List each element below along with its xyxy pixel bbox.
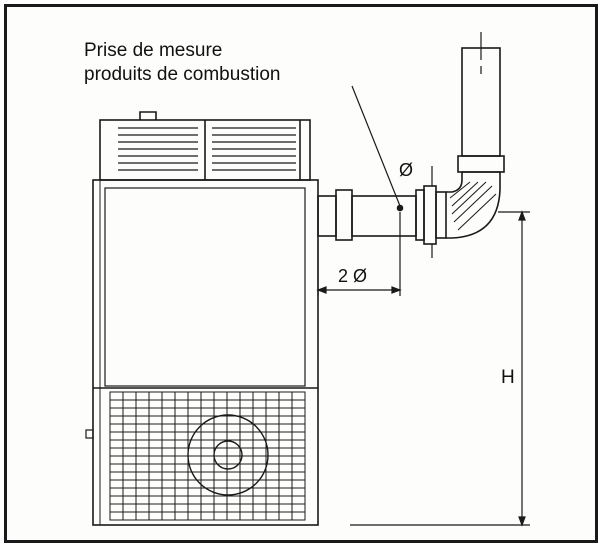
height-label: H [501, 367, 515, 388]
two-diameter-label: 2 Ø [338, 266, 368, 286]
two-diameter-dimension [316, 212, 402, 296]
diameter-label: Ø [399, 160, 414, 180]
vertical-flue-pipe [461, 32, 501, 157]
horizontal-flue-pipe [317, 185, 447, 245]
height-dimension [350, 210, 530, 527]
flue-elbow [446, 155, 505, 239]
bottom-grille [109, 391, 306, 521]
callout-label-line1: Prise de mesure [84, 40, 223, 61]
callout-label-line2: produits de combustion [84, 64, 281, 85]
heater-body [85, 179, 319, 526]
measure-leader-line [351, 85, 401, 207]
measure-point [396, 204, 404, 212]
diagram-frame [4, 4, 598, 543]
top-louver-panel [99, 111, 311, 181]
